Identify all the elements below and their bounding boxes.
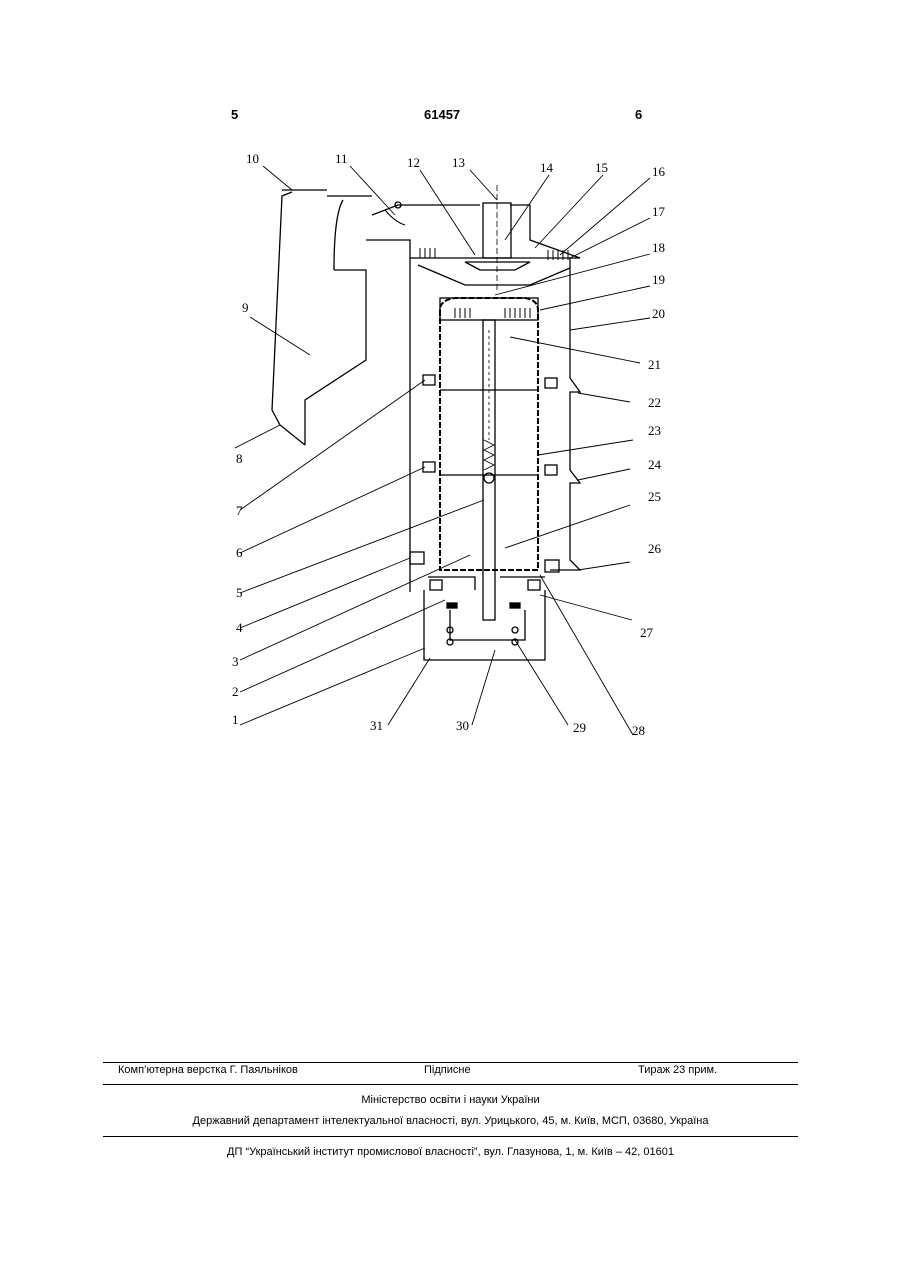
- callout-18: 18: [652, 240, 665, 255]
- callout-15: 15: [595, 160, 608, 175]
- callout-8: 8: [236, 451, 243, 466]
- patent-number: 61457: [424, 107, 460, 122]
- footer-signed: Підписне: [424, 1064, 471, 1076]
- callout-5: 5: [236, 585, 243, 600]
- callout-24: 24: [648, 457, 662, 472]
- footer-rule-middle: [103, 1084, 798, 1085]
- callout-17: 17: [652, 204, 666, 219]
- footer-institute: ДП “Український інститут промислової вла…: [0, 1146, 901, 1158]
- callout-23: 23: [648, 423, 661, 438]
- callout-22: 22: [648, 395, 661, 410]
- base-housing: [424, 590, 545, 660]
- callout-6: 6: [236, 545, 243, 560]
- callout-11: 11: [335, 151, 348, 166]
- page-number-right: 6: [635, 107, 642, 122]
- callout-20: 20: [652, 306, 665, 321]
- callout-25: 25: [648, 489, 661, 504]
- footer-ministry: Міністерство освіти і науки України: [0, 1094, 901, 1106]
- footer-rule-top: [103, 1062, 798, 1063]
- callout-4: 4: [236, 620, 243, 635]
- hopper-outline: [272, 192, 305, 445]
- callout-27: 27: [640, 625, 654, 640]
- callout-29: 29: [573, 720, 586, 735]
- page-number-left: 5: [231, 107, 238, 122]
- callout-26: 26: [648, 541, 662, 556]
- callout-31: 31: [370, 718, 383, 733]
- callout-28: 28: [632, 723, 645, 738]
- callout-9: 9: [242, 300, 249, 315]
- footer-print-run: Тираж 23 прим.: [638, 1064, 717, 1076]
- callout-14: 14: [540, 160, 554, 175]
- callout-16: 16: [652, 164, 666, 179]
- hopper-chute: [334, 200, 343, 270]
- callout-2: 2: [232, 684, 239, 699]
- callout-3: 3: [232, 654, 239, 669]
- footer-department: Державний департамент інтелектуальної вл…: [0, 1115, 901, 1127]
- footer-rule-bottom: [103, 1136, 798, 1137]
- callout-30: 30: [456, 718, 469, 733]
- footer-typesetter: Комп’ютерна верстка Г. Паяльніков: [118, 1064, 298, 1076]
- technical-drawing: 10 11 12 13 14 15 16 17 18 19 20 9 21 22…: [215, 145, 685, 745]
- callout-19: 19: [652, 272, 665, 287]
- callout-12: 12: [407, 155, 420, 170]
- callout-7: 7: [236, 503, 243, 518]
- callout-1: 1: [232, 712, 239, 727]
- callout-10: 10: [246, 151, 259, 166]
- callout-13: 13: [452, 155, 465, 170]
- callout-21: 21: [648, 357, 661, 372]
